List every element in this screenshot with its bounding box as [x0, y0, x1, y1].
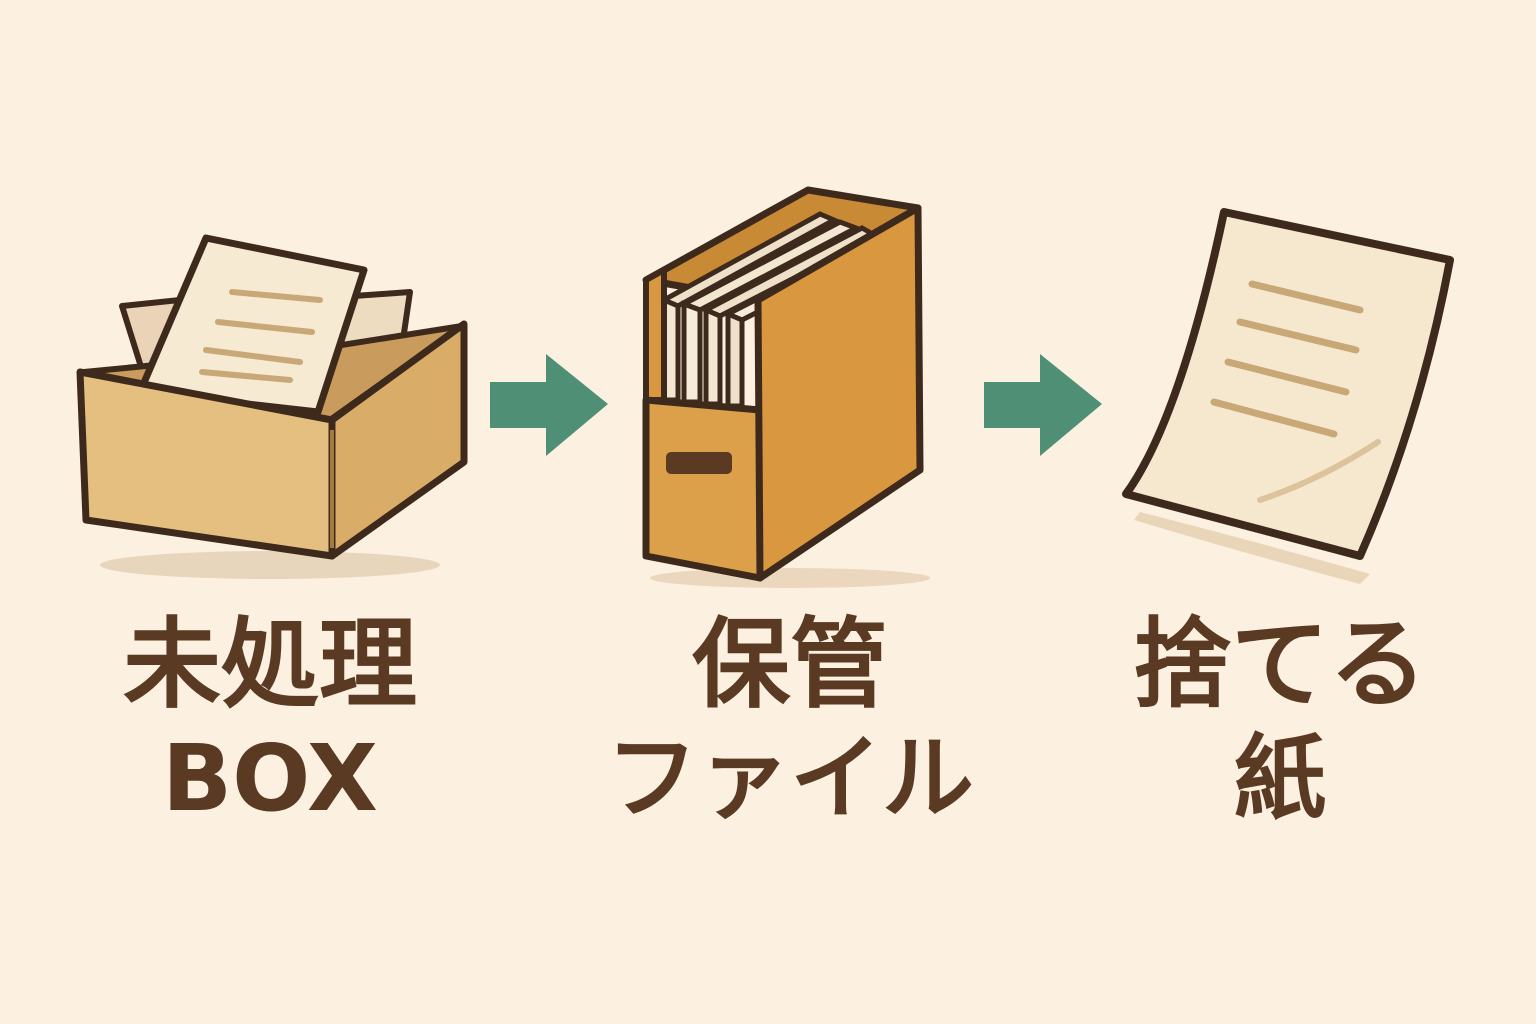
step-label-line2: ファイル	[605, 724, 974, 832]
file-box-icon	[642, 186, 930, 588]
step-label-unprocessed-box: 未処理 BOX	[80, 608, 460, 832]
step-label-storage-file: 保管 ファイル	[600, 608, 980, 832]
step-label-line1: 捨てる	[1132, 608, 1427, 722]
step-label-line2: BOX	[162, 724, 378, 832]
step-label-line1: 未処理	[122, 608, 417, 722]
cardboard-box-icon	[76, 234, 468, 579]
step-label-line1: 保管	[691, 608, 888, 722]
paper-sheet-icon	[1122, 208, 1454, 584]
step-label-line2: 紙	[1233, 724, 1326, 832]
arrow-right-icon	[490, 354, 608, 456]
step-label-discard-paper: 捨てる 紙	[1090, 608, 1470, 832]
arrow-right-icon	[984, 354, 1102, 456]
